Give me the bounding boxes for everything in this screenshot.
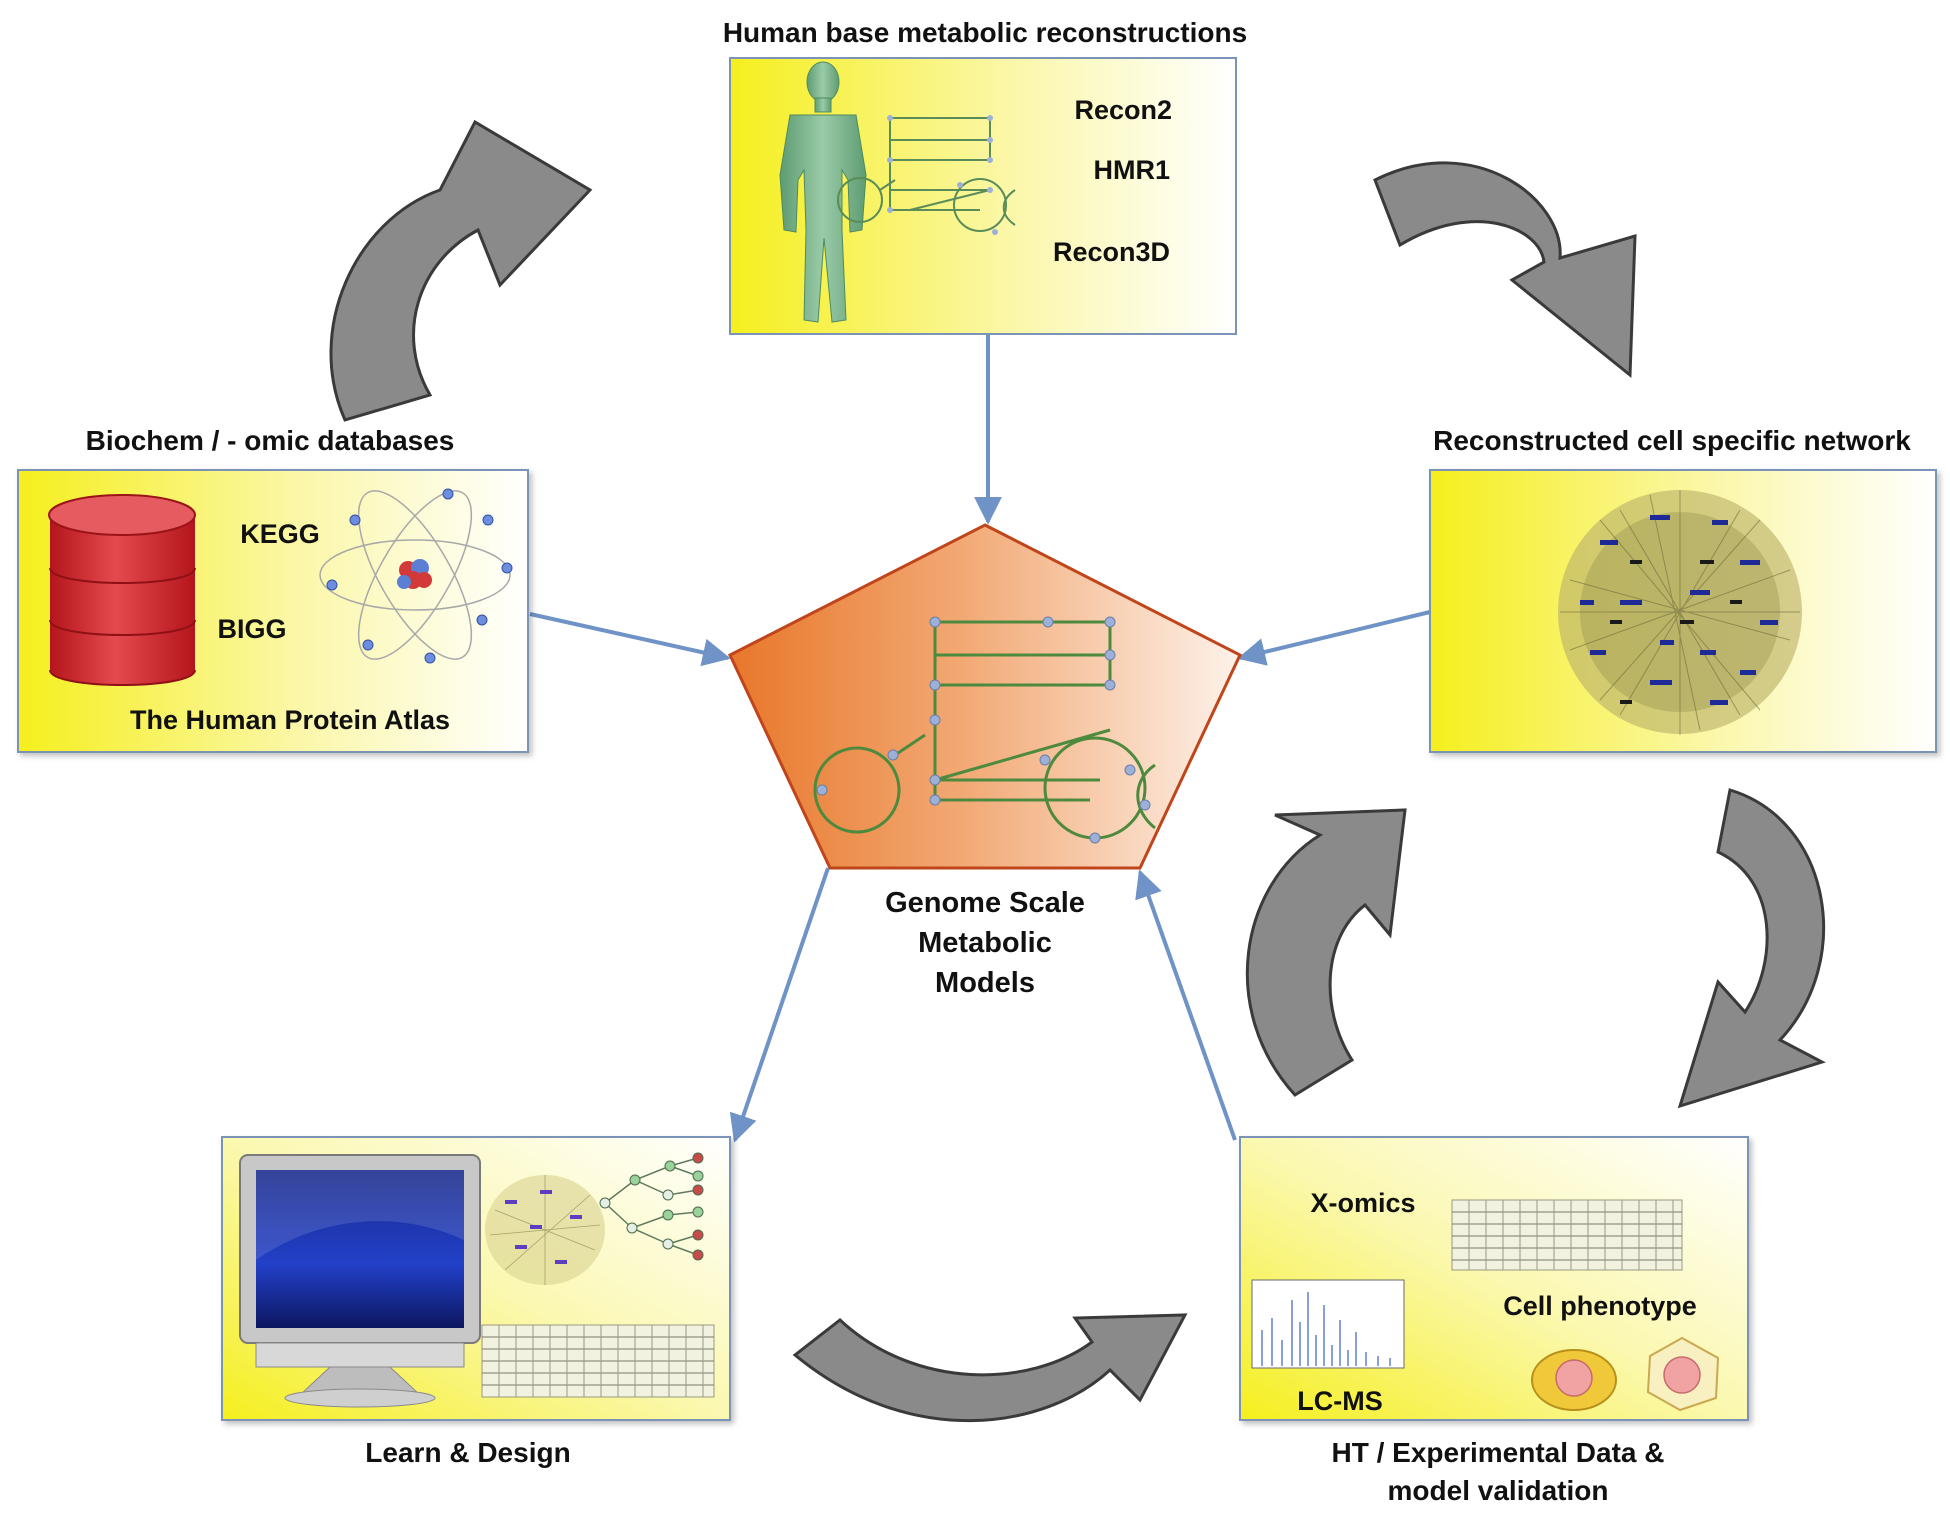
learn-network-hairball-icon (485, 1175, 605, 1285)
mini-network-schematic (837, 117, 1016, 232)
network-hairball-icon (1558, 490, 1802, 735)
bottom-right-panel-title-line-1: HT / Experimental Data & (1332, 1437, 1665, 1468)
learn-data-matrix-icon (481, 1324, 715, 1398)
experimental-item-x-omics: X-omics (1310, 1188, 1415, 1218)
bottom-left-panel (221, 1136, 731, 1421)
left-item-human-protein-atlas: The Human Protein Atlas (130, 705, 450, 735)
cell-icon (1646, 1336, 1720, 1412)
cycle-arrow-right-to-experimental (1677, 788, 1826, 1109)
spectrum-icon (1251, 1279, 1405, 1369)
top-item-recon3d: Recon3D (1053, 237, 1170, 267)
cycle-arrow-left-to-top (329, 119, 593, 422)
center-title-line-2: Metabolic (918, 927, 1052, 959)
center-network-schematic (813, 620, 1156, 840)
center-title-line-3: Models (935, 967, 1035, 999)
xomics-data-matrix-icon (1451, 1199, 1683, 1271)
top-panel-title: Human base metabolic reconstructions (723, 17, 1247, 48)
connector-center-to-learn (729, 867, 830, 1143)
connector-experimental-to-center (1135, 869, 1237, 1141)
connectors (529, 335, 1431, 1143)
decision-tree-nodes (599, 1152, 704, 1261)
atom-icon (319, 490, 511, 660)
center-title-line-1: Genome Scale (885, 887, 1085, 919)
bottom-right-panel: X-omics (1239, 1136, 1749, 1421)
cycle-arrows (329, 119, 1826, 1423)
left-panel: KEGG BIGG The Human Protein Atlas (17, 469, 529, 753)
cycle-arrow-experimental-to-right (1245, 808, 1407, 1097)
right-panel (1429, 469, 1937, 753)
experimental-item-lc-ms: LC-MS (1297, 1386, 1382, 1416)
mini-network-nodes (887, 115, 998, 235)
cycle-arrow-learn-to-experimental (792, 1313, 1188, 1423)
experimental-item-cell-phenotype: Cell phenotype (1503, 1291, 1697, 1321)
left-item-kegg: KEGG (240, 519, 320, 549)
cell-icon (1531, 1349, 1617, 1411)
connector-left-to-center (529, 612, 731, 667)
cycle-arrow-top-to-right (1373, 161, 1637, 379)
bottom-right-panel-title-line-2: model validation (1388, 1475, 1609, 1506)
right-panel-title: Reconstructed cell specific network (1433, 425, 1911, 456)
atom-electrons (326, 488, 513, 664)
atom-nucleus (397, 559, 432, 589)
center-network-nodes (816, 616, 1151, 844)
database-cylinder-icon (48, 494, 196, 686)
top-item-recon2: Recon2 (1074, 95, 1172, 125)
human-figure-icon (779, 61, 867, 323)
top-item-hmr1: HMR1 (1093, 155, 1170, 185)
bottom-left-panel-title: Learn & Design (365, 1437, 570, 1468)
left-item-bigg: BIGG (217, 614, 286, 644)
top-panel: Recon2 HMR1 Recon3D (729, 57, 1237, 335)
left-panel-title: Biochem / - omic databases (86, 425, 455, 456)
center-pentagon: Genome Scale Metabolic Models (728, 523, 1242, 999)
connector-right-to-center (1237, 610, 1431, 666)
monitor-icon (239, 1154, 481, 1408)
